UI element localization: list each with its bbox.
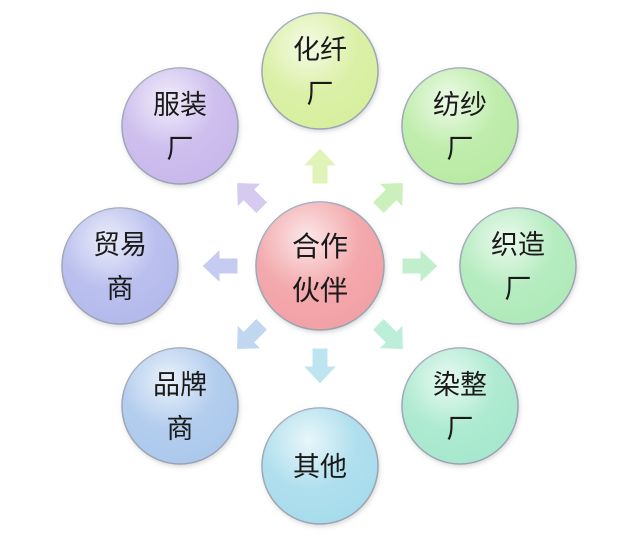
partner-highlight-2: [402, 68, 518, 184]
partner-label-4-line-2: 厂: [447, 414, 474, 445]
arrow-to-node-7: [201, 247, 239, 285]
partner-node-2: 纺纱厂: [401, 67, 519, 185]
partner-label-2-line-2: 厂: [447, 134, 474, 165]
partner-label-7-line-2: 商: [107, 274, 134, 305]
center-label-line-2: 伙伴: [292, 274, 348, 307]
arrows-layer: [201, 147, 439, 385]
partner-node-4: 染整厂: [401, 347, 519, 465]
partner-node-6: 品牌商: [121, 347, 239, 465]
partner-node-8: 服装厂: [121, 67, 239, 185]
arrow-to-node-1: [301, 147, 339, 185]
partner-label-1-line-1: 化纤: [293, 35, 347, 66]
center-highlight: [256, 202, 384, 330]
partner-label-8-line-2: 厂: [167, 134, 194, 165]
center-node: 合作 伙伴: [255, 201, 385, 331]
partner-highlight-8: [122, 68, 238, 184]
partner-highlight-4: [402, 348, 518, 464]
partner-label-4-line-1: 染整: [433, 370, 487, 401]
partner-label-8-line-1: 服装: [153, 90, 207, 121]
partner-label-3-line-1: 织造: [491, 230, 545, 261]
partner-label-6-line-2: 商: [167, 414, 194, 445]
partner-label-6-line-1: 品牌: [153, 370, 207, 401]
partner-label-5-line-1: 其他: [293, 452, 347, 483]
arrow-to-node-6: [236, 317, 269, 350]
arrow-to-node-4: [371, 317, 404, 350]
partner-node-7: 贸易商: [61, 207, 179, 325]
partner-node-1: 化纤厂: [261, 12, 379, 130]
partner-highlight-7: [62, 208, 178, 324]
partner-label-7-line-1: 贸易: [93, 230, 147, 261]
partner-highlight-1: [262, 13, 378, 129]
partner-node-5: 其他: [261, 407, 379, 525]
outer-nodes: 化纤厂纺纱厂织造厂染整厂其他品牌商贸易商服装厂: [61, 12, 577, 525]
arrow-to-node-3: [401, 247, 439, 285]
partner-highlight-3: [460, 208, 576, 324]
partner-label-2-line-1: 纺纱: [433, 90, 487, 121]
partner-highlight-5: [262, 408, 378, 524]
partner-node-3: 织造厂: [459, 207, 577, 325]
arrow-to-node-2: [371, 182, 404, 215]
partner-label-1-line-2: 厂: [307, 79, 334, 110]
partner-highlight-6: [122, 348, 238, 464]
arrow-to-node-8: [236, 182, 269, 215]
center-label-line-1: 合作: [292, 230, 348, 263]
arrow-to-node-5: [301, 347, 339, 385]
partner-label-3-line-2: 厂: [505, 274, 532, 305]
